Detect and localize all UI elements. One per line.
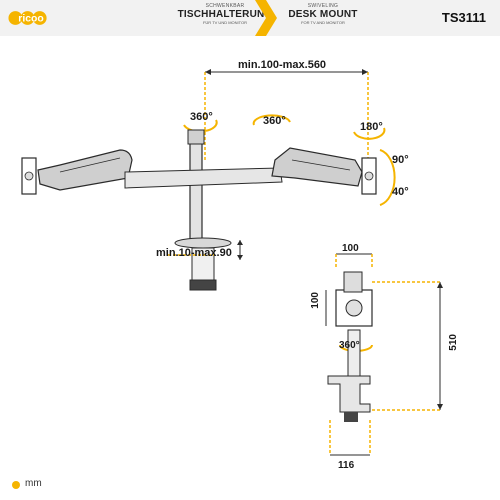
total-height-label: 510 <box>448 334 459 351</box>
header-separator <box>255 0 277 36</box>
clamp-range-label: min.10-max.90 <box>156 247 232 259</box>
svg-text:ricoo: ricoo <box>18 13 43 24</box>
header-left-block: SCHWENKBAR TISCHHALTERUNG FÜR TV UND MON… <box>160 3 290 25</box>
header-right-main: DESK MOUNT <box>288 9 358 20</box>
header-bar <box>0 0 500 36</box>
arm-length-label: min.100-max.560 <box>238 59 327 71</box>
header-right-sub: FOR TV AND MONITOR <box>301 20 345 25</box>
tilt-up-label: 90° <box>392 154 409 166</box>
clamp-depth-label: 116 <box>338 460 355 471</box>
plate-height-label: 100 <box>310 292 321 309</box>
brand-logo: ricoo <box>8 11 47 25</box>
header-right-top: SWIVELING <box>307 3 339 9</box>
rotation-left-label: 360° <box>190 111 213 123</box>
rotation-center-label: 360° <box>263 115 286 127</box>
header-left-main: TISCHHALTERUNG <box>177 9 273 20</box>
tilt-down-label: 40° <box>392 186 409 198</box>
header-right-block: SWIVELING DESK MOUNT FOR TV AND MONITOR <box>268 3 378 25</box>
unit-label: mm <box>25 478 42 489</box>
product-sku: TS3111 <box>441 10 486 25</box>
header-left-sub: FÜR TV UND MONITOR <box>202 20 248 25</box>
rotation-right-label: 180° <box>360 121 383 133</box>
detail-rotation-label: 360° <box>339 340 360 351</box>
plate-width-label: 100 <box>342 243 359 254</box>
header-left-top: SCHWENKBAR <box>205 3 245 9</box>
